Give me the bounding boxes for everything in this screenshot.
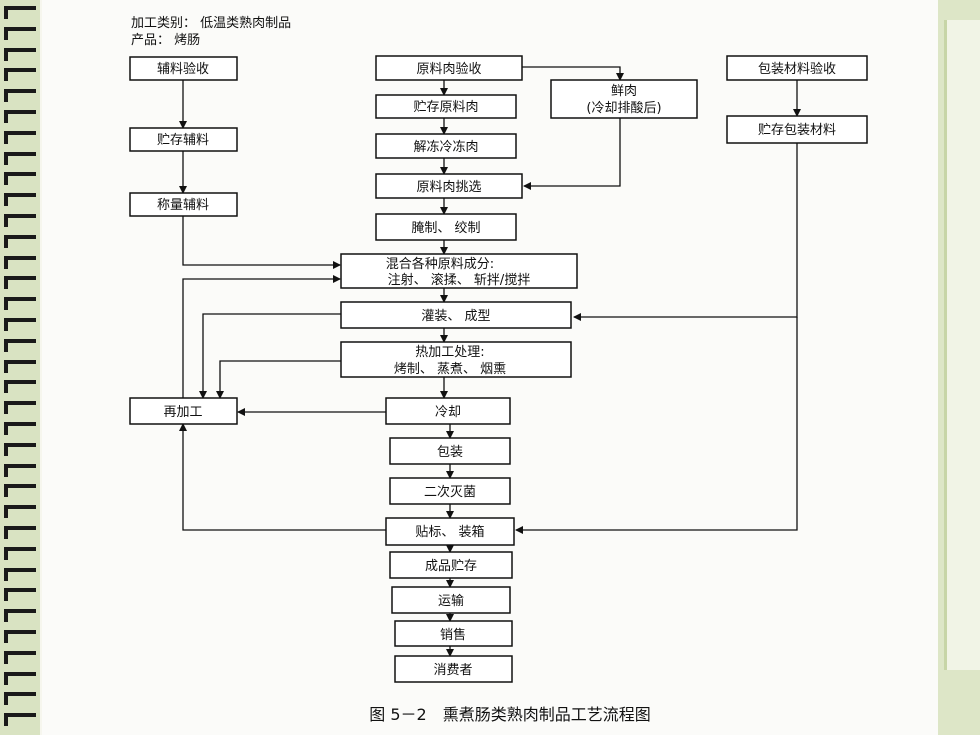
- heat-box: [340, 341, 572, 378]
- package-label: 包装: [437, 445, 463, 460]
- spiral-ring: [4, 234, 36, 248]
- spiral-ring: [4, 713, 36, 727]
- aux-store-box: [129, 127, 238, 152]
- pack-inspect-box: [726, 55, 868, 81]
- spiral-ring: [4, 588, 36, 602]
- spiral-ring: [4, 318, 36, 331]
- thaw-label: 解冻冷冻肉: [413, 139, 478, 155]
- raw-store-label: 贮存原料肉: [413, 100, 478, 115]
- spiral-ring: [4, 26, 36, 40]
- rework-label: 再加工: [163, 405, 202, 420]
- sale-label: 销售: [440, 627, 466, 643]
- spiral-binding: [0, 0, 42, 735]
- heat-label-2: 烤制、 蒸煮、 烟熏: [394, 362, 506, 377]
- mix-label-1: 混合各种原料成分:: [386, 256, 494, 272]
- raw-store-box: [375, 94, 517, 119]
- fresh-meat-label-2: (冷却排酸后): [586, 101, 661, 116]
- spiral-ring: [4, 380, 36, 394]
- spiral-ring: [4, 671, 36, 685]
- aux-weigh-label: 称量辅料: [157, 198, 209, 213]
- cool-label: 冷却: [435, 405, 461, 420]
- spiral-ring: [4, 68, 36, 82]
- spiral-ring: [4, 422, 36, 435]
- pack-inspect-label: 包装材料验收: [758, 61, 836, 77]
- cure-box: [375, 213, 517, 241]
- label-box: [385, 517, 515, 546]
- spiral-ring: [4, 609, 36, 623]
- spiral-ring: [4, 401, 36, 415]
- select-box: [375, 173, 523, 199]
- select-label: 原料肉挑选: [416, 180, 481, 195]
- consumer-box: [394, 655, 513, 683]
- spiral-ring: [4, 47, 36, 61]
- spiral-ring: [4, 297, 36, 311]
- product-line: 产品： 烤肠: [131, 33, 200, 48]
- package-box: [389, 437, 511, 465]
- heat-label-1: 热加工处理:: [415, 345, 484, 360]
- spiral-ring: [4, 89, 36, 103]
- spiral-ring: [4, 505, 36, 519]
- aux-store-label: 贮存辅料: [157, 133, 209, 148]
- spiral-ring: [4, 567, 36, 581]
- spiral-ring: [4, 214, 36, 227]
- fill-label: 灌装、 成型: [421, 309, 490, 324]
- spiral-ring: [4, 276, 36, 290]
- spiral-ring: [4, 6, 36, 19]
- spiral-ring: [4, 172, 36, 186]
- aux-weigh-box: [129, 192, 238, 217]
- raw-inspect-label: 原料肉验收: [416, 61, 481, 77]
- transport-label: 运输: [438, 593, 464, 609]
- pack-store-box: [726, 115, 868, 144]
- figure-caption: 图 5－2 熏煮肠类熟肉制品工艺流程图: [369, 705, 650, 724]
- sale-box: [394, 620, 513, 647]
- spiral-ring: [4, 359, 36, 373]
- spiral-ring: [4, 463, 36, 477]
- spiral-ring: [4, 442, 36, 456]
- cure-label: 腌制、 绞制: [411, 220, 480, 236]
- pack-store-label: 贮存包装材料: [758, 123, 836, 138]
- raw-inspect-box: [375, 55, 523, 81]
- aux-inspect-box: [129, 56, 238, 81]
- spiral-ring: [4, 546, 36, 560]
- right-margin-strip: [944, 20, 980, 670]
- sterilize-label: 二次灭菌: [424, 484, 476, 500]
- mix-box: [340, 253, 578, 289]
- spiral-ring: [4, 110, 36, 123]
- category-line: 加工类别： 低温类熟肉制品: [131, 15, 291, 31]
- spiral-ring: [4, 255, 36, 269]
- spiral-ring: [4, 193, 36, 207]
- transport-box: [391, 586, 511, 614]
- product-store-label: 成品贮存: [425, 559, 477, 574]
- spiral-ring: [4, 151, 36, 165]
- label-box-label: 贴标、 装箱: [415, 524, 484, 540]
- thaw-box: [375, 133, 517, 159]
- cool-box: [385, 397, 511, 425]
- mix-label-2: 注射、 滚揉、 斩拌/搅拌: [388, 272, 531, 288]
- right-margin-panel: [938, 0, 980, 735]
- spiral-ring: [4, 338, 36, 352]
- connectors: [179, 66, 801, 657]
- fresh-meat-box: [550, 79, 698, 119]
- spiral-ring: [4, 526, 36, 539]
- aux-inspect-label: 辅料验收: [157, 61, 209, 77]
- sterilize-box: [389, 477, 511, 505]
- spiral-ring: [4, 130, 36, 144]
- spiral-ring: [4, 692, 36, 706]
- product-store-box: [389, 551, 513, 579]
- spiral-ring: [4, 484, 36, 498]
- spiral-ring: [4, 630, 36, 643]
- fill-box: [340, 301, 572, 329]
- rework-box: [129, 397, 238, 425]
- spiral-ring: [4, 650, 36, 664]
- fresh-meat-label-1: 鲜肉: [611, 84, 637, 99]
- consumer-label: 消费者: [433, 663, 472, 678]
